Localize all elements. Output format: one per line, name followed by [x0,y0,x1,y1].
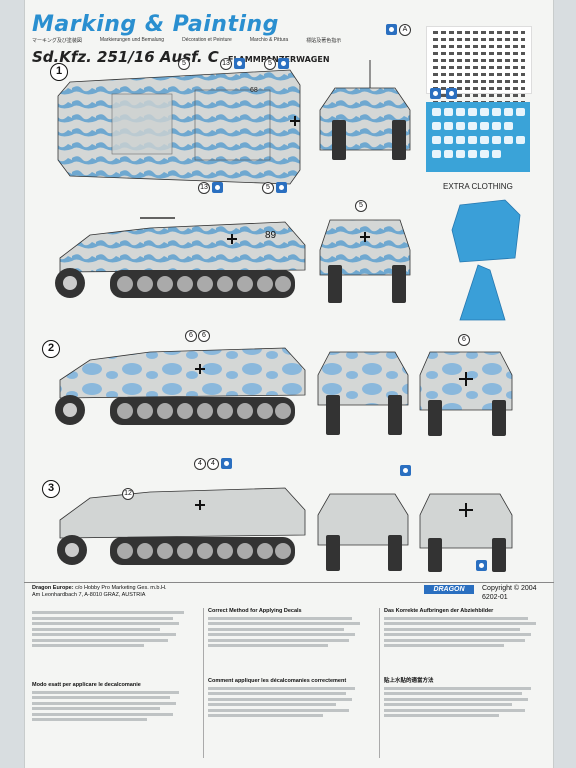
paint-color-badge [276,182,287,193]
step3-rear-view [419,493,513,572]
hull-number: 89 [265,230,277,241]
step-number: 2 [42,340,60,358]
callout-number: 4 [207,458,219,470]
instructions-it: Modo esatt per applicare le decalcomanie [32,682,192,724]
instructions-zh: 貼上水貼的適當方法 [384,678,544,720]
column-divider [379,608,380,758]
hull-number-top: 68 [250,87,258,94]
column-title: Das Korrekte Aufbringen der Abziehbilder [384,608,494,614]
subtitle-fr: Décoration et Peinture [182,37,232,43]
step2-front-view [317,351,409,435]
callout-number: 13 [198,182,210,194]
subtitle-zh: 標貼及著色指示 [306,38,342,44]
vehicle-illustrations: 68 [55,60,521,572]
vehicle-designation: Sd.Kfz. 251/16 Ausf. C [32,48,219,66]
column-title: Comment appliquer les décalcomanies corr… [208,678,347,684]
paint-color-badge [446,88,457,99]
company-line: Am Leonhardbach 7, A-8010 GRAZ, AUSTRIA [32,592,146,598]
kit-code: 6202-01 [482,594,508,601]
step1-rear-view [319,219,411,303]
step-number: 1 [50,63,68,81]
callout-number: 5 [264,58,276,70]
instructions-jp [32,609,192,650]
callout-number: A [399,24,411,36]
callout-number: 5 [355,200,367,212]
column-divider [203,608,204,758]
subtitle-de: Markierungen und Bemalung [99,37,165,43]
step-number: 3 [42,480,60,498]
paint-color-badge [476,560,487,571]
paint-color-badge [278,58,289,69]
paint-color-badge [221,458,232,469]
decal-sheet-blue [426,102,530,172]
title-translations: マーキング及び塗装図 Markierungen und Bemalung Déc… [32,37,341,44]
company-info: Dragon Europe: c/o Hobby Pro Marketing G… [32,585,252,599]
callout-number: 5 [178,58,190,70]
paint-color-badge [430,88,441,99]
decal-sheet-illustration [426,26,532,111]
step1-front-view [319,60,411,160]
callout-number: 6 [198,330,210,342]
company-name: Dragon Europe: [32,585,74,591]
step2-side-view [55,347,306,425]
extra-clothing-illustration [451,199,521,321]
step1-side-view [55,217,306,298]
paint-color-badge [400,465,411,476]
callout-number: 6 [458,334,470,346]
footer: Dragon Europe: c/o Hobby Pro Marketing G… [24,585,554,768]
extra-clothing-label: EXTRA CLOTHING [443,182,513,191]
column-title: Correct Method for Applying Decals [208,608,302,614]
subtitle-it: Marchio & Pittura [249,37,289,43]
dragon-logo: DRAGON [424,585,474,594]
instructions-de: Das Korrekte Aufbringen der Abziehbilder [384,608,544,650]
copyright: Copyright © 2004 [482,585,537,592]
paint-color-badge [234,58,245,69]
paint-color-badge [386,24,397,35]
callout-number: 12 [122,488,134,500]
subtitle-jp: マーキング及び塗装図 [32,38,82,44]
callout-number: 5 [262,182,274,194]
step1-top-view: 68 [57,69,301,185]
step2-rear-view [419,351,513,436]
company-line: c/o Hobby Pro Marketing Ges. m.b.H. [75,585,167,591]
instructions-en: Correct Method for Applying Decals [208,608,368,650]
column-title: 貼上水貼的適當方法 [384,678,434,684]
column-title: Modo esatt per applicare le decalcomanie [32,682,141,688]
page-title: Marking & Painting [32,12,279,37]
paint-color-badge [212,182,223,193]
step3-front-view [317,493,409,571]
instructions-fr: Comment appliquer les décalcomanies corr… [208,678,368,720]
callout-number: 4 [194,458,206,470]
step3-side-view [57,487,306,565]
callout-number: 13 [220,58,232,70]
footer-divider [24,582,554,583]
callout-number: 6 [185,330,197,342]
